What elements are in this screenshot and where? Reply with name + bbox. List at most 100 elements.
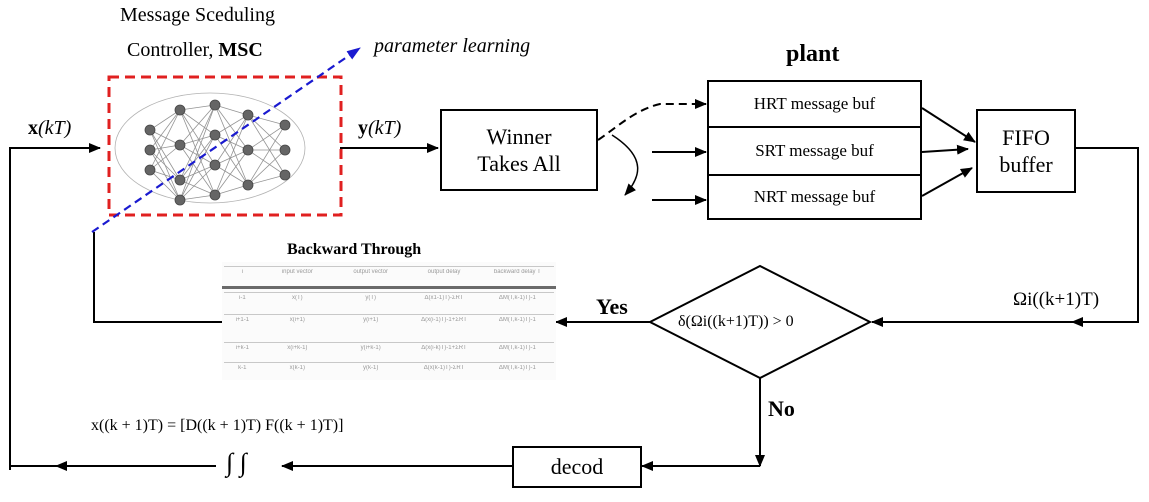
- backward-table-cell: Δ(x(k-1)T)-ΣRT: [423, 365, 465, 371]
- nn-node: [279, 144, 291, 156]
- backward-table-cell: x(i+1): [289, 317, 305, 323]
- backward-table-cell: input vector: [281, 269, 313, 275]
- nn-node: [242, 109, 254, 121]
- nn-node: [144, 144, 156, 156]
- nn-edge: [179, 109, 216, 136]
- decision-condition: δ(Ωi((k+1)T)) > 0: [678, 313, 794, 330]
- backward-table-cell: i+1-1: [235, 317, 250, 323]
- selector-rotate-icon: [611, 134, 639, 196]
- nn-edge: [149, 129, 181, 146]
- nn-edge: [179, 134, 216, 181]
- msc-title-line2: Controller, MSC: [127, 40, 263, 60]
- nn-edge: [149, 109, 181, 131]
- nn-edge: [149, 109, 181, 151]
- backward-table-cell: i+k-1: [235, 345, 249, 351]
- parameter-learning-arrow: [91, 47, 361, 233]
- nn-edge: [179, 134, 216, 146]
- plant-title: plant: [786, 41, 840, 67]
- backward-table-cell: x(k-1): [289, 365, 305, 371]
- nn-node: [174, 194, 186, 206]
- srt-to-fifo: [921, 144, 969, 155]
- input-line: [9, 143, 101, 470]
- nn-node: [279, 169, 291, 181]
- backward-table-grid: i input vector output vector output delay ba…: [222, 262, 556, 380]
- nrt-to-fifo: [921, 167, 973, 197]
- nn-edge: [214, 184, 249, 196]
- output-label-symbol: y: [358, 117, 368, 139]
- nn-edge: [179, 144, 216, 196]
- nn-edge: [179, 144, 216, 166]
- backward-table-cell: ΔM(T,k-1)T)-1: [498, 317, 536, 323]
- nn-edge: [214, 104, 249, 151]
- backward-table-cell: Δ(x1-1)T)-ΣRT: [424, 295, 464, 301]
- nn-node: [174, 174, 186, 186]
- backward-table-cell: output vector: [353, 269, 388, 275]
- backward-table-rule: [222, 286, 556, 289]
- nn-node: [242, 144, 254, 156]
- nn-edge: [179, 109, 216, 166]
- wta-line1: Winner: [486, 123, 552, 149]
- nn-node: [144, 124, 156, 136]
- nn-edge: [149, 129, 181, 181]
- backward-table-cell: backward delay T: [493, 269, 541, 275]
- backward-table-cell: Δ(x(i-1)T)-1+ΣRT: [421, 317, 467, 323]
- nn-edge: [247, 124, 286, 151]
- backward-table-cell: ΔM(T,k-1)T)-1: [498, 345, 536, 351]
- fifo-buffer-box: FIFO buffer: [976, 109, 1076, 193]
- nn-edge: [247, 114, 286, 176]
- nn-edge: [214, 114, 249, 136]
- nn-edge: [247, 174, 286, 186]
- msc-title-line1: Message Sceduling: [120, 4, 275, 26]
- nn-node: [174, 104, 186, 116]
- nn-node: [209, 189, 221, 201]
- nn-edge: [179, 194, 216, 201]
- srt-buffer: SRT message buf: [707, 126, 922, 176]
- backward-table-cell: y(T): [365, 295, 376, 301]
- msc-box: [107, 75, 343, 217]
- backward-table-cell: output delay: [427, 269, 461, 275]
- input-label-arg: (kT): [38, 117, 72, 139]
- integrator-symbol: ∫ ∫: [226, 448, 247, 477]
- backward-table-header: i input vector output vector output delay ba…: [224, 266, 554, 275]
- nn-edge: [179, 104, 216, 181]
- parameter-learning-label: parameter learning: [374, 35, 531, 57]
- nn-edge: [214, 149, 249, 196]
- backward-table-cell: y(i+1): [363, 317, 379, 323]
- nn-node: [174, 139, 186, 151]
- no-label: No: [768, 396, 795, 421]
- nn-edge: [247, 149, 286, 176]
- nn-node: [242, 179, 254, 191]
- nn-edge: [214, 104, 249, 116]
- neural-network-image: [114, 92, 306, 206]
- nn-node: [209, 129, 221, 141]
- output-label-arg: (kT): [368, 117, 402, 139]
- nn-edge: [149, 169, 181, 201]
- yes-label: Yes: [596, 294, 628, 319]
- wta-to-hrt-dashed: [597, 99, 707, 141]
- nn-edge: [149, 109, 181, 171]
- nn-node: [144, 164, 156, 176]
- nn-edge: [214, 134, 249, 151]
- backward-title: Backward Through: [287, 241, 422, 258]
- nn-edge: [214, 114, 249, 166]
- nn-edge: [179, 104, 216, 201]
- nn-edge: [214, 149, 249, 166]
- nn-edge: [179, 164, 216, 201]
- nn-edge: [214, 164, 249, 186]
- backward-table: i input vector output vector output delay ba…: [222, 262, 556, 380]
- fifo-to-decision-line: [1071, 147, 1139, 327]
- backward-table-cell: x(T): [292, 295, 303, 301]
- hrt-buffer: HRT message buf: [707, 80, 922, 128]
- state-equation: x((k + 1)T) = [D((k + 1)T) F((k + 1)T)]: [91, 417, 344, 434]
- backward-table-cell: i: [241, 269, 243, 275]
- nn-edge: [179, 104, 216, 146]
- msc-title-abbr: MSC: [218, 39, 263, 61]
- nn-edge: [179, 134, 216, 201]
- winner-takes-all-box: Winner Takes All: [440, 109, 598, 191]
- nn-edge: [179, 164, 216, 181]
- nn-edge: [149, 144, 181, 171]
